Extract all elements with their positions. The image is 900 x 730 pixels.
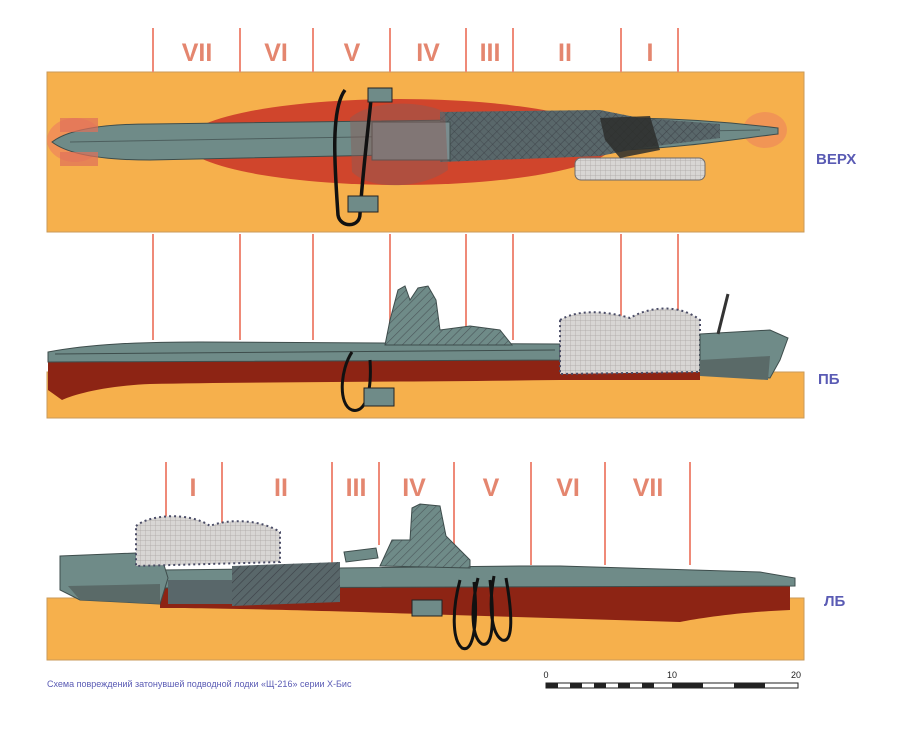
top-stern-rudder-2 [60,152,98,166]
starboard-bow-damage [559,307,701,376]
port-view-label: ЛБ [824,593,846,610]
top-comp-label-vi: VI [264,39,288,67]
port-anchor-device [411,599,443,617]
port-cable-loops [452,575,513,651]
port-bow-keel [68,584,160,604]
port-view-panel: I II III IV V VI VII ЛБ [46,462,846,661]
port-comp-label-vii: VII [633,474,664,502]
starboard-view-panel: ПБ [46,234,840,419]
starboard-tower-hatch [385,286,512,345]
port-comp-label-iv: IV [402,474,426,502]
top-wreck-debris [600,116,660,158]
top-comp-label-iii: III [480,39,501,67]
port-comp-label-iii: III [346,474,367,502]
top-anchor-device-1 [367,87,393,103]
starboard-anchor-device [363,387,395,407]
top-compartment-labels: VII VI V IV III II I [182,39,654,67]
port-tower-hatch [380,504,470,568]
top-view-panel: VII VI V IV III II I ВЕРХ [46,28,856,233]
scale-tick-20: 20 [791,670,801,680]
top-comp-label-v: V [344,39,361,67]
caption: Схема повреждений затонувшей подводной л… [47,679,352,689]
top-dividers [152,28,679,72]
top-comp-label-vii: VII [182,39,213,67]
port-comp-label-vi: VI [556,474,580,502]
top-stern-rudder [60,118,98,132]
port-forward-block [168,580,232,604]
top-comp-label-i: I [647,39,654,67]
top-view-label: ВЕРХ [816,151,856,168]
starboard-bow-keel [700,356,770,380]
top-debris-cloud [350,103,448,186]
top-cable-loop [333,88,374,227]
port-bow-damage [135,515,281,568]
port-comp-label-v: V [483,474,500,502]
starboard-dividers [152,234,679,340]
top-comp-label-ii: II [558,39,572,67]
scale-tick-10: 10 [667,670,677,680]
port-comp-label-ii: II [274,474,288,502]
starboard-cable-loop [340,351,372,412]
starboard-view-label: ПБ [818,371,840,388]
scale-tick-0: 0 [543,670,548,680]
scale-bar: 0 10 20 [543,670,801,689]
port-compartment-labels: I II III IV V VI VII [190,474,664,502]
top-anchor-device-2 [347,195,379,213]
top-conning-tower [371,121,451,161]
starboard-periscope [716,293,730,335]
top-comp-label-iv: IV [416,39,440,67]
starboard-hull-ridge [54,349,556,355]
port-damaged-band-hatch [232,562,340,606]
port-comp-label-i: I [190,474,197,502]
starboard-hull-lower [48,360,700,400]
top-bow-plate [574,157,706,181]
port-deck-gun [343,547,379,563]
